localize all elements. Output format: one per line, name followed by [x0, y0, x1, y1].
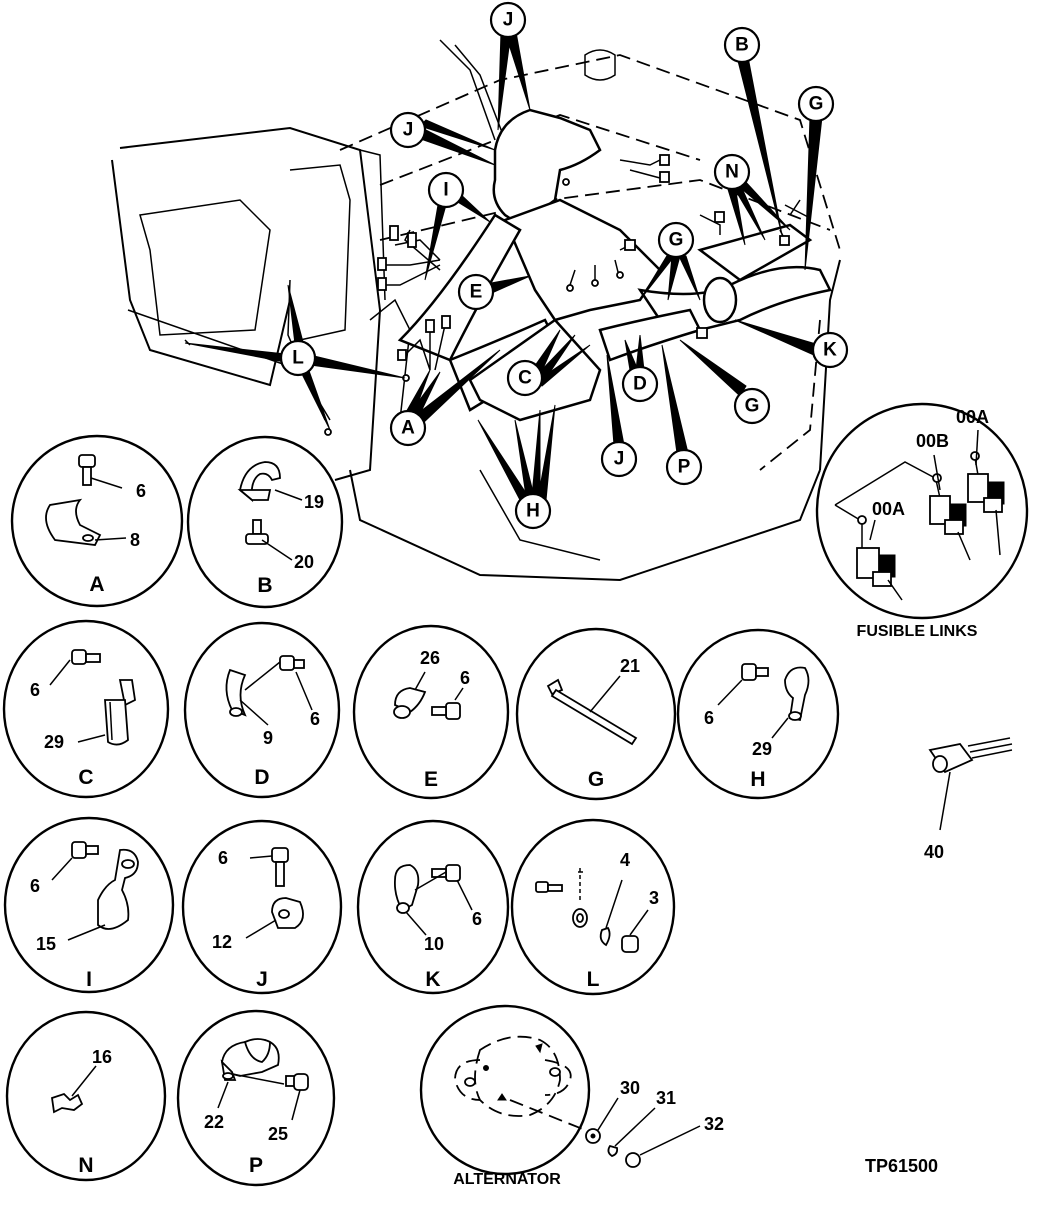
- detail-E: 26 6 E: [352, 624, 510, 800]
- detail-letter: C: [78, 766, 93, 789]
- callout-letter: K: [823, 340, 837, 361]
- callout-E: E: [457, 273, 531, 311]
- part-number: 21: [620, 656, 640, 676]
- callout-letter: J: [503, 10, 514, 31]
- callout-J-top: J: [489, 1, 531, 131]
- detail-N: 16 N: [5, 1010, 167, 1182]
- callout-letter: J: [403, 120, 414, 141]
- callout-B: B: [723, 26, 783, 236]
- detail-P: 22 25 P: [176, 1009, 336, 1187]
- callout-letter: I: [443, 180, 448, 201]
- detail-letter: I: [86, 968, 92, 991]
- part-40: 40: [924, 737, 1013, 862]
- callout-I: I: [424, 171, 491, 281]
- part-number: 19: [304, 492, 324, 512]
- callout-letter: G: [745, 396, 760, 417]
- part-number: 6: [704, 708, 714, 728]
- callout-letter: C: [518, 368, 532, 389]
- part-number: 6: [472, 909, 482, 929]
- detail-A: 6 8 A: [10, 434, 184, 608]
- callout-letter: E: [470, 282, 483, 303]
- detail-C: 6 29 C: [2, 619, 170, 799]
- part-number: 25: [268, 1124, 288, 1144]
- part-number: 20: [294, 552, 314, 572]
- detail-B: 19 20 B: [186, 435, 344, 609]
- callout-letter: L: [292, 348, 304, 369]
- part-number: 16: [92, 1047, 112, 1067]
- alternator-caption: ALTERNATOR: [453, 1171, 561, 1188]
- callout-letter: D: [633, 374, 647, 395]
- part-number: 6: [30, 680, 40, 700]
- fusible-links-caption: FUSIBLE LINKS: [857, 623, 978, 640]
- part-number: 6: [136, 481, 146, 501]
- detail-J: 6 12 J: [181, 819, 343, 995]
- part-number: 10: [424, 934, 444, 954]
- callout-G-mid: G: [639, 221, 701, 301]
- detail-letter: B: [257, 574, 272, 597]
- callout-letter: B: [735, 35, 749, 56]
- detail-L: 4 3 L: [510, 818, 676, 996]
- detail-I: 6 15 I: [3, 816, 175, 994]
- detail-letter: H: [750, 768, 765, 791]
- detail-letter: L: [587, 968, 600, 991]
- callout-letter: G: [809, 94, 824, 115]
- callout-A: A: [389, 349, 501, 447]
- detail-letter: D: [254, 766, 269, 789]
- callout-C: C: [506, 329, 591, 397]
- callout-J-lower: J: [600, 354, 638, 478]
- callout-letter: P: [678, 457, 691, 478]
- fusible-links-detail: 00A 00B 00A FUSIBLE LINKS: [815, 402, 1029, 640]
- part-number: 6: [460, 668, 470, 688]
- part-number: 6: [30, 876, 40, 896]
- part-number: 3: [649, 888, 659, 908]
- callout-N: N: [713, 153, 791, 246]
- detail-K: 6 10 K: [356, 819, 510, 995]
- detail-letter: J: [256, 968, 268, 991]
- detail-letter: N: [78, 1154, 93, 1177]
- callout-letter: A: [401, 418, 415, 439]
- detail-letter: E: [424, 768, 438, 791]
- part-number: 30: [620, 1078, 640, 1098]
- alternator-detail: 30 31 32 ALTERNATOR: [419, 1004, 724, 1188]
- callout-D: D: [621, 334, 659, 403]
- fusible-label: 00A: [872, 499, 905, 519]
- callout-letter: H: [526, 501, 540, 522]
- detail-letter: A: [89, 573, 104, 596]
- part-number: 9: [263, 728, 273, 748]
- detail-letter: K: [425, 968, 440, 991]
- figure-id: TP61500: [865, 1156, 938, 1176]
- detail-letter: G: [588, 768, 604, 791]
- fusible-label: 00B: [916, 431, 949, 451]
- part-number: 40: [924, 842, 944, 862]
- part-number: 29: [44, 732, 64, 752]
- part-number: 6: [310, 709, 320, 729]
- callout-P: P: [661, 344, 703, 486]
- part-number: 12: [212, 932, 232, 952]
- part-number: 26: [420, 648, 440, 668]
- part-number: 29: [752, 739, 772, 759]
- callout-G-lower: G: [679, 339, 771, 425]
- detail-D: 9 6 D: [183, 621, 341, 799]
- part-number: 31: [656, 1088, 676, 1108]
- part-number: 4: [620, 850, 630, 870]
- callout-J-left: J: [389, 111, 496, 166]
- fusible-label: 00A: [956, 407, 989, 427]
- callout-letter: G: [669, 230, 684, 251]
- part-number: 22: [204, 1112, 224, 1132]
- callout-letter: J: [614, 449, 625, 470]
- part-number: 8: [130, 530, 140, 550]
- detail-letter: P: [249, 1154, 263, 1177]
- detail-H: 6 29 H: [676, 628, 840, 800]
- part-number: 32: [704, 1114, 724, 1134]
- detail-G: 21 G: [515, 627, 677, 801]
- callout-H: H: [477, 404, 556, 530]
- callout-L: L: [184, 284, 406, 431]
- part-number: 15: [36, 934, 56, 954]
- callout-letter: N: [725, 162, 739, 183]
- part-number: 6: [218, 848, 228, 868]
- callout-K: K: [734, 319, 849, 369]
- callout-G-topright: G: [797, 85, 835, 271]
